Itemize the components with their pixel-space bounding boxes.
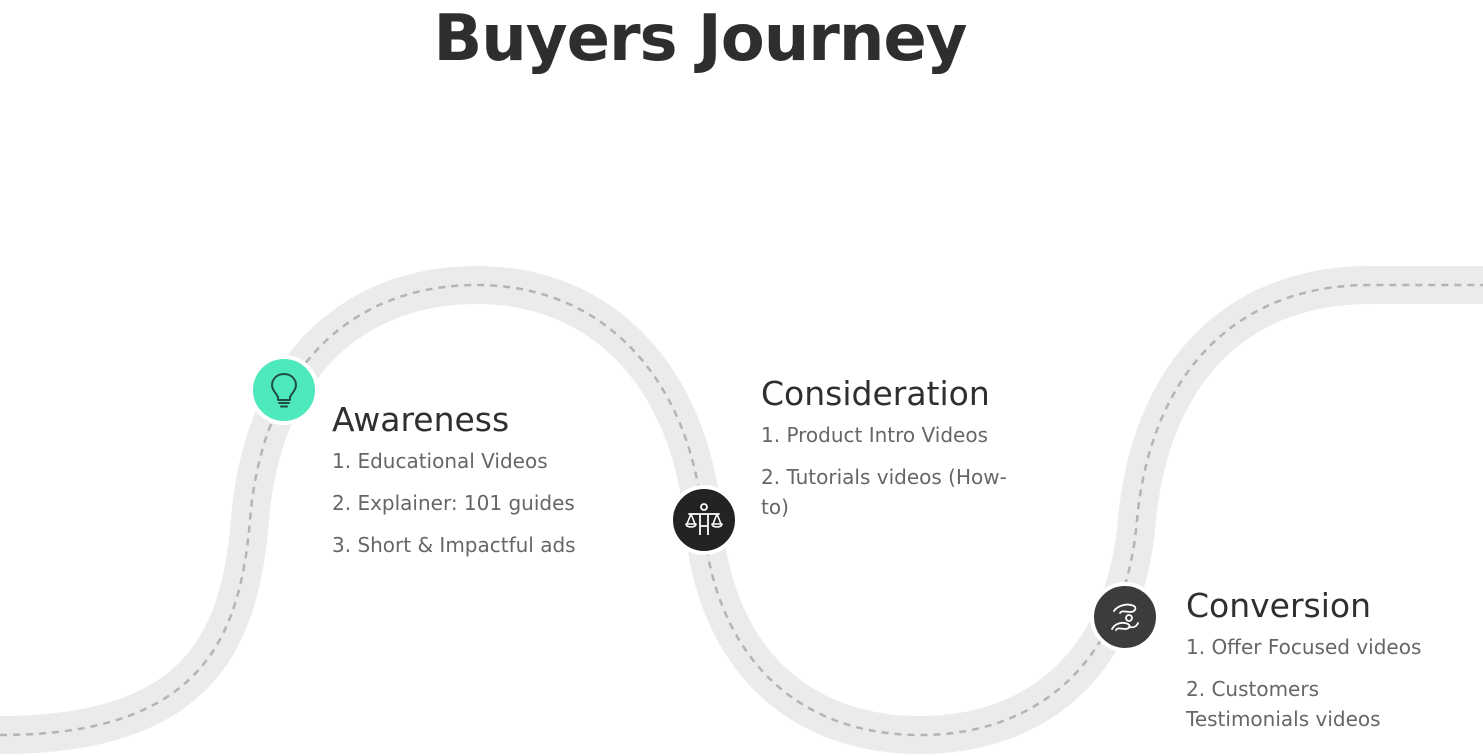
stage-item: 2. Tutorials videos (How-to) — [761, 465, 1007, 519]
awareness-node — [249, 355, 319, 425]
stage-awareness: Awareness 1. Educational Videos 2. Expla… — [332, 400, 576, 572]
stage-item: 2. Explainer: 101 guides — [332, 491, 575, 515]
conversion-node — [1090, 582, 1160, 652]
stage-title: Conversion — [1186, 586, 1372, 625]
stage-consideration: Consideration 1. Product Intro Videos 2.… — [761, 374, 1021, 534]
stage-item: 3. Short & Impactful ads — [332, 533, 576, 557]
stage-conversion: Conversion 1. Offer Focused videos 2. Cu… — [1186, 586, 1436, 746]
balance-scale-icon — [685, 503, 723, 535]
stage-title: Awareness — [332, 400, 510, 439]
stage-item: 1. Offer Focused videos — [1186, 635, 1422, 659]
handshake-icon — [1111, 603, 1139, 631]
stage-item: 1. Product Intro Videos — [761, 423, 988, 447]
page-title: Buyers Journey — [433, 2, 968, 76]
stage-item: 1. Educational Videos — [332, 449, 548, 473]
stage-title: Consideration — [761, 374, 990, 413]
consideration-node — [669, 485, 739, 555]
lightbulb-icon — [271, 373, 297, 408]
stage-item: 2. Customers Testimonials videos — [1186, 677, 1381, 731]
